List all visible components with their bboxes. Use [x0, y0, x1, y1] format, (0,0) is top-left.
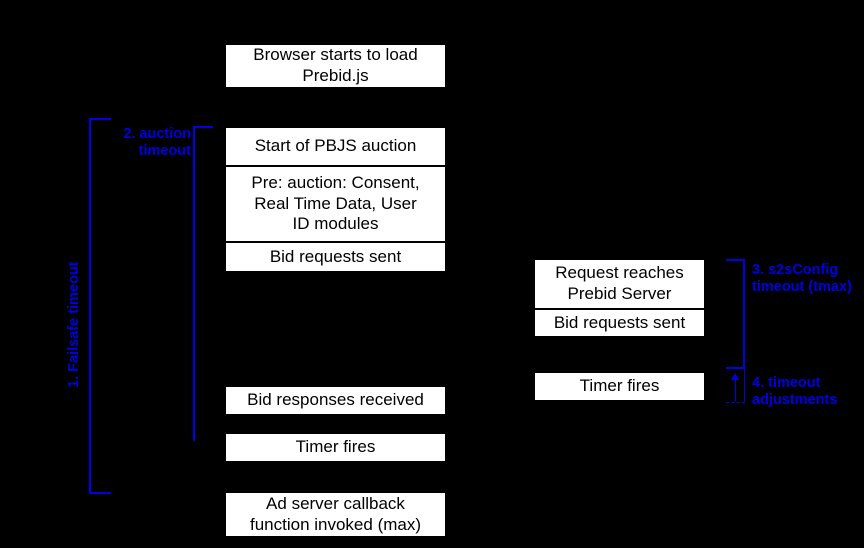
- timeout-adjustments-label: 4. timeout adjustments: [752, 375, 838, 409]
- box-server-timer-fires: Timer fires: [534, 372, 705, 401]
- timeout-adjustments-arrow-shaft: [735, 378, 736, 402]
- box-bid-responses-received: Bid responses received: [225, 386, 446, 415]
- box-timer-fires: Timer fires: [225, 433, 446, 462]
- box-bid-requests-sent: Bid requests sent: [225, 242, 446, 272]
- timeout-adjustments-spine: [744, 369, 745, 403]
- box-server-bid-requests-sent: Bid requests sent: [534, 309, 705, 337]
- box-browser-load: Browser starts to load Prebid.js: [225, 44, 446, 88]
- auction-timeout-label: 2. auction timeout: [123, 126, 191, 160]
- box-pre-auction: Pre: auction: Consent, Real Time Data, U…: [225, 166, 446, 242]
- box-ad-server-callback: Ad server callback function invoked (max…: [225, 492, 446, 537]
- s2sconfig-timeout-label: 3. s2sConfig timeout (tmax): [752, 262, 852, 296]
- box-request-reaches-server: Request reaches Prebid Server: [534, 259, 705, 309]
- failsafe-timeout-label: 1. Failsafe timeout: [66, 261, 82, 388]
- timeout-adjustments-arrow-head: [731, 373, 739, 380]
- failsafe-timeout-bracket: [89, 118, 111, 494]
- box-auction-start: Start of PBJS auction: [225, 127, 446, 166]
- s2sconfig-timeout-bracket: [726, 259, 745, 369]
- timeout-adjustments-dashed-baseline: [726, 402, 745, 403]
- auction-timeout-bracket: [193, 126, 213, 441]
